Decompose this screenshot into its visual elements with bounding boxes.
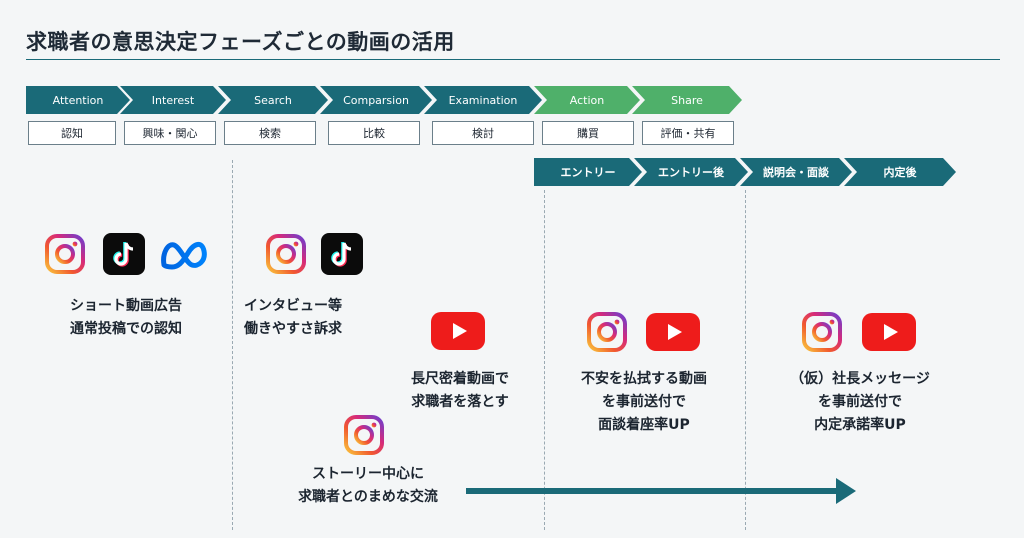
step-label: エントリー [560,166,616,179]
phase-search: Search [218,86,328,114]
phase-jp-box: 検索 [224,121,316,145]
tiktok-icon [321,233,363,275]
phase-jp-box: 検討 [432,121,534,145]
phase-jp-box: 比較 [328,121,420,145]
page-title: 求職者の意思決定フェーズごとの動画の活用 [26,30,455,54]
youtube-icon [646,313,700,351]
phase-separator [745,190,746,530]
step-after-offer: 内定後 [844,158,956,186]
phase-label: Comparsion [343,93,409,107]
phase-comparsion: Comparsion [320,86,432,114]
step-briefing-interview: 説明会・面談 [740,158,852,186]
title-divider [26,59,1000,60]
step-label: 説明会・面談 [763,166,829,179]
phase-jp-box: 購買 [542,121,634,145]
phase-label: Interest [151,93,195,107]
phase-jp-box: 認知 [28,121,116,145]
instagram-icon [801,311,843,353]
youtube-icon [431,312,485,350]
phase-jp-box: 評価・共有 [642,121,734,145]
instagram-icon [265,233,307,275]
phase-label: Examination [448,93,518,107]
phase-interest: Interest [120,86,226,114]
phase-action: Action [534,86,640,114]
phase-share: Share [632,86,742,114]
phase-label: Share [671,93,703,107]
phase-label: Attention [52,93,104,107]
step-after-entry: エントリー後 [634,158,748,186]
caption-short-video: ショート動画広告 通常投稿での認知 [70,298,182,337]
caption-president: （仮）社長メッセージ を事前送付で 内定承諾率UP [790,371,930,433]
youtube-icon [862,313,916,351]
instagram-icon [586,311,628,353]
step-label: エントリー後 [658,166,724,179]
instagram-icon [44,233,86,275]
meta-icon [161,242,207,270]
step-label: 内定後 [883,166,917,179]
tiktok-icon [103,233,145,275]
phase-label: Action [569,93,605,107]
phase-jp-box: 興味・関心 [124,121,216,145]
caption-interview: インタビュー等 働きやすさ訴求 [244,298,342,337]
caption-long-video: 長尺密着動画で 求職者を落とす [411,371,509,410]
phase-attention: Attention [26,86,130,114]
timeline-arrow [466,478,856,504]
caption-story: ストーリー中心に 求職者とのまめな交流 [298,466,438,505]
phase-label: Search [254,93,292,107]
phase-examination: Examination [424,86,542,114]
instagram-icon [343,414,385,456]
step-entry: エントリー [534,158,642,186]
phase-separator [232,160,233,530]
phase-separator [544,190,545,530]
caption-anxiety: 不安を払拭する動画 を事前送付で 面談着座率UP [581,371,707,433]
